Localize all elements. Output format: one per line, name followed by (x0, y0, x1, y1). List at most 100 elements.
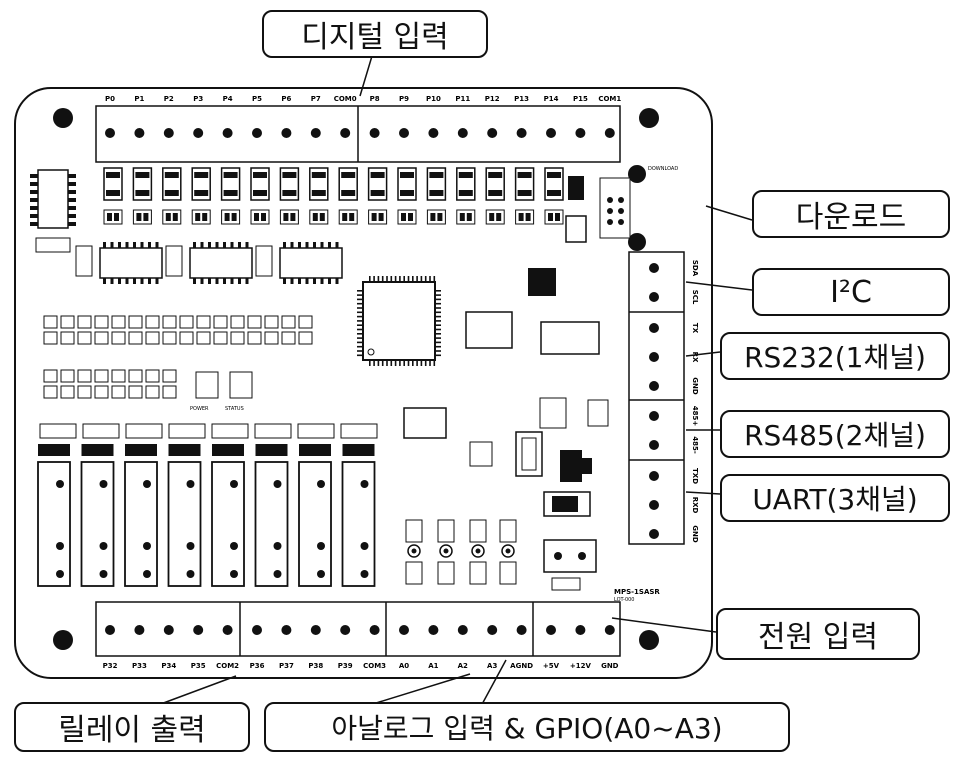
callout-download: 다운로드 (752, 190, 950, 238)
terminal-screw (399, 128, 409, 138)
led-indicator-grid (39, 315, 378, 439)
top-pin-label: P0 (105, 95, 115, 103)
power-silk-label: POWER (190, 406, 209, 412)
terminal-screw (575, 128, 586, 138)
top-pin-label: P14 (544, 95, 559, 103)
terminal-screw (134, 128, 145, 138)
callout-text: 릴레이 출력 (58, 713, 206, 748)
callout-text: 다운로드 (795, 200, 907, 235)
callout-rs485: RS485(2채널) (720, 410, 950, 458)
terminal-screw (649, 381, 659, 391)
bottom-pin-label: P34 (161, 662, 176, 670)
bottom-pin-label: A1 (428, 662, 438, 670)
terminal-screw (222, 128, 233, 138)
callout-i2c: I²C (752, 268, 950, 316)
mounting-hole (53, 108, 73, 128)
terminal-screw (281, 128, 292, 138)
right-pin-label: 485- (691, 436, 699, 454)
top-pin-label: P3 (193, 95, 203, 103)
terminal-screw (487, 625, 498, 635)
model-silk-label: MPS-1SASR (614, 588, 660, 596)
terminal-screw (428, 128, 439, 138)
rs485-ic (540, 321, 600, 355)
bottom-pin-label: P39 (338, 662, 353, 670)
top-pin-label: P10 (426, 95, 441, 103)
top-pin-label: P11 (455, 95, 470, 103)
callout-text: 아날로그 입력 & GPIO(A0~A3) (331, 712, 723, 745)
terminal-screw (369, 128, 380, 138)
right-pin-label: SDA (691, 260, 699, 277)
terminal-screw (649, 529, 659, 539)
bottom-pin-label: +12V (570, 662, 592, 670)
terminal-screw (134, 625, 145, 635)
terminal-screw (428, 625, 439, 635)
terminal-screw (516, 128, 527, 138)
callout-text: UART(3채널) (752, 483, 918, 516)
right-pin-label: TX (691, 323, 699, 334)
terminal-screw (163, 625, 174, 635)
download-silk-label: DOWNLOAD (648, 166, 678, 172)
callout-text: I²C (830, 274, 872, 310)
terminal-screw (546, 625, 556, 635)
terminal-screw (193, 625, 204, 635)
right-pin-label: TXD (691, 468, 699, 484)
lot-silk-label: LOT-000 (614, 597, 635, 603)
terminal-screw (649, 500, 659, 510)
terminal-screw (649, 263, 659, 273)
left-ic-chip (30, 169, 76, 229)
terminal-screw (340, 625, 351, 635)
input-optocoupler-row (103, 167, 587, 243)
terminal-screw (252, 625, 262, 635)
terminal-screw (487, 128, 498, 138)
callout-analog-input: 아날로그 입력 & GPIO(A0~A3) (264, 702, 790, 752)
terminal-screw (252, 128, 262, 138)
top-pin-label: P5 (252, 95, 262, 103)
terminal-screw (222, 625, 233, 635)
bottom-pin-label: A3 (487, 662, 497, 670)
bottom-pin-label: P38 (308, 662, 323, 670)
bottom-pin-label: P32 (103, 662, 118, 670)
bottom-pin-label: P35 (191, 662, 206, 670)
top-pin-label: P6 (281, 95, 291, 103)
bottom-pin-label: A0 (399, 662, 409, 670)
callout-rs232: RS232(1채널) (720, 332, 950, 380)
bottom-pin-label: +5V (543, 662, 560, 670)
qfn-chip (528, 268, 556, 296)
mounting-hole (53, 630, 73, 650)
top-pin-label: P8 (370, 95, 380, 103)
top-pin-label: P4 (223, 95, 233, 103)
callout-uart: UART(3채널) (720, 474, 950, 522)
download-connector: DOWNLOAD (599, 166, 678, 239)
bottom-pin-label: P33 (132, 662, 147, 670)
opto-ic-group (75, 242, 343, 284)
terminal-screw (516, 625, 527, 635)
terminal-screw (163, 128, 174, 138)
callout-text: RS232(1채널) (744, 341, 926, 374)
mounting-hole (628, 165, 646, 183)
mounting-hole (628, 233, 646, 251)
bottom-pin-label: GND (601, 662, 619, 670)
terminal-screw (457, 128, 468, 138)
bottom-pin-label: COM2 (216, 662, 239, 670)
terminal-screw (575, 625, 586, 635)
top-pin-label: P9 (399, 95, 409, 103)
terminal-screw (649, 352, 659, 362)
callout-relay-output: 릴레이 출력 (14, 702, 250, 752)
top-pin-label: P13 (514, 95, 529, 103)
terminal-screw (340, 128, 351, 138)
terminal-screw (649, 323, 659, 333)
callout-text: 디지털 입력 (301, 20, 449, 55)
bottom-pin-label: P37 (279, 662, 294, 670)
terminal-screw (105, 128, 115, 138)
right-pin-label: GND (691, 377, 699, 395)
status-silk-label: STATUS (225, 406, 244, 412)
right-pin-label: SCL (691, 290, 699, 305)
voltage-regulator (515, 431, 597, 591)
terminal-screw (105, 625, 115, 635)
right-pin-label: RXD (691, 497, 699, 514)
terminal-screw (369, 625, 380, 635)
terminal-screw (604, 625, 615, 635)
